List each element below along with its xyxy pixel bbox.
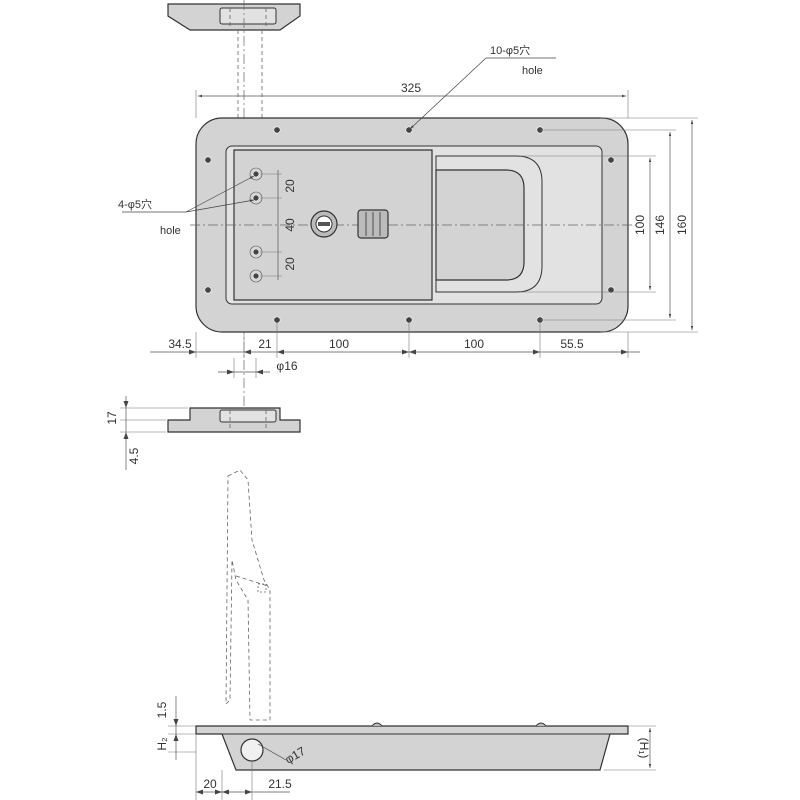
dim-h2-label: H₂ (155, 737, 169, 751)
dim-phi16-label: φ16 (276, 359, 297, 373)
dim-right-heights: 100 146 160 (520, 117, 698, 333)
bottom-side-view (195, 469, 629, 771)
dim-phi16: φ16 (218, 358, 298, 378)
callout-cover-holes-hole: hole (160, 225, 181, 237)
top-edge-view (167, 3, 301, 31)
callout-top-holes-label: 10-φ5穴 (490, 43, 530, 57)
dim-1-5-label: 1.5 (155, 701, 169, 718)
dim-55-5-label: 55.5 (560, 337, 584, 351)
dim-17-label: 17 (105, 411, 119, 425)
dim-h1: (H₁) (604, 725, 656, 771)
dim-100-left-label: 100 (329, 337, 349, 351)
callout-top-holes: 10-φ5穴 hole (409, 43, 556, 130)
dim-20-bottom-h-label: 20 (203, 777, 217, 791)
dim-146-label: 146 (653, 215, 667, 235)
dim-40-label: 40 (283, 218, 297, 232)
pivot-circle (240, 738, 264, 762)
callout-cover-holes: 4-φ5穴 hole (118, 175, 255, 237)
dim-20-top-label: 20 (283, 179, 297, 193)
front-view (190, 117, 640, 333)
dim-325-label: 325 (401, 81, 421, 95)
middle-edge-view (167, 407, 301, 433)
dim-160-label: 160 (675, 215, 689, 235)
dim-bottom-left-vertical: 1.5 H₂ (155, 696, 196, 760)
callout-cover-holes-label: 4-φ5穴 (118, 197, 152, 211)
dim-bottom-row: 34.5 21 100 100 55.5 (150, 322, 640, 358)
dim-34-5-label: 34.5 (168, 337, 192, 351)
dim-4-5-label: 4.5 (127, 447, 141, 464)
dim-h1-label: (H₁) (637, 738, 651, 759)
dim-100-label: 100 (633, 215, 647, 235)
dim-bottom-horizontal: 20 21.5 (195, 734, 292, 800)
dim-21-5-label: 21.5 (268, 777, 292, 791)
flange-holes (204, 126, 615, 324)
dim-325: 325 (195, 81, 629, 118)
dim-20-bottom-label: 20 (283, 257, 297, 271)
dim-100-right-label: 100 (464, 337, 484, 351)
dim-17-4-5: 17 4.5 (105, 396, 188, 470)
dim-21-label: 21 (258, 337, 272, 351)
dim-vertical-cover: 20 40 20 (260, 170, 297, 280)
base-plate (195, 725, 629, 771)
callout-top-holes-hole: hole (522, 65, 543, 77)
